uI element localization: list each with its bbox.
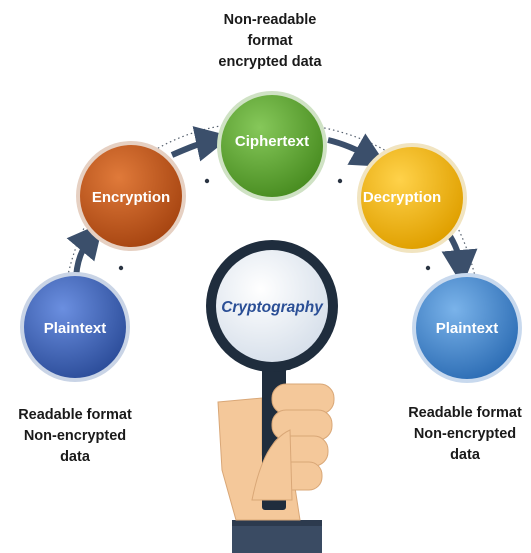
arrow-ciphertext-to-decryption [327,133,388,167]
dot-decoration [337,178,343,184]
node-decryption: Decryption [357,143,467,253]
arrow-decryption-to-plaintext [441,234,478,286]
dot-decoration [118,265,124,271]
caption-line: data [60,449,90,465]
node-ciphertext: Ciphertext [217,91,327,201]
node-encryption-label: Encryption [92,189,170,206]
caption-line: Readable format [408,405,522,421]
caption-ciphertext: Non-readable format encrypted data [180,10,360,73]
node-decryption-label: Decryption [363,189,441,206]
caption-line: Non-encrypted [413,426,517,442]
node-ciphertext-label: Ciphertext [235,133,309,150]
caption-line: Readable format [18,407,132,423]
caption-line: Non-readable [223,12,317,28]
node-plaintext-input-label: Plaintext [44,320,107,337]
arrow-encryption-to-ciphertext [170,126,232,162]
thumb [251,429,293,501]
caption-line: data [450,447,480,463]
node-plaintext-output: Plaintext [412,273,522,383]
caption-line: encrypted data [218,54,322,70]
caption-plaintext-output: Readable format Non-encrypted data [395,403,531,466]
center-label: Cryptography [221,299,324,316]
magnifier-lens [216,250,328,362]
node-plaintext-output-label: Plaintext [436,320,499,337]
caption-line: Non-encrypted [23,428,127,444]
caption-line: format [247,33,293,49]
node-plaintext-input: Plaintext [20,272,130,382]
dot-decoration [425,265,431,271]
dot-decoration [204,178,210,184]
hand-with-magnifier-icon: Cryptography [206,240,338,553]
caption-plaintext-input: Readable format Non-encrypted data [0,405,150,468]
node-encryption: Encryption [76,141,186,251]
